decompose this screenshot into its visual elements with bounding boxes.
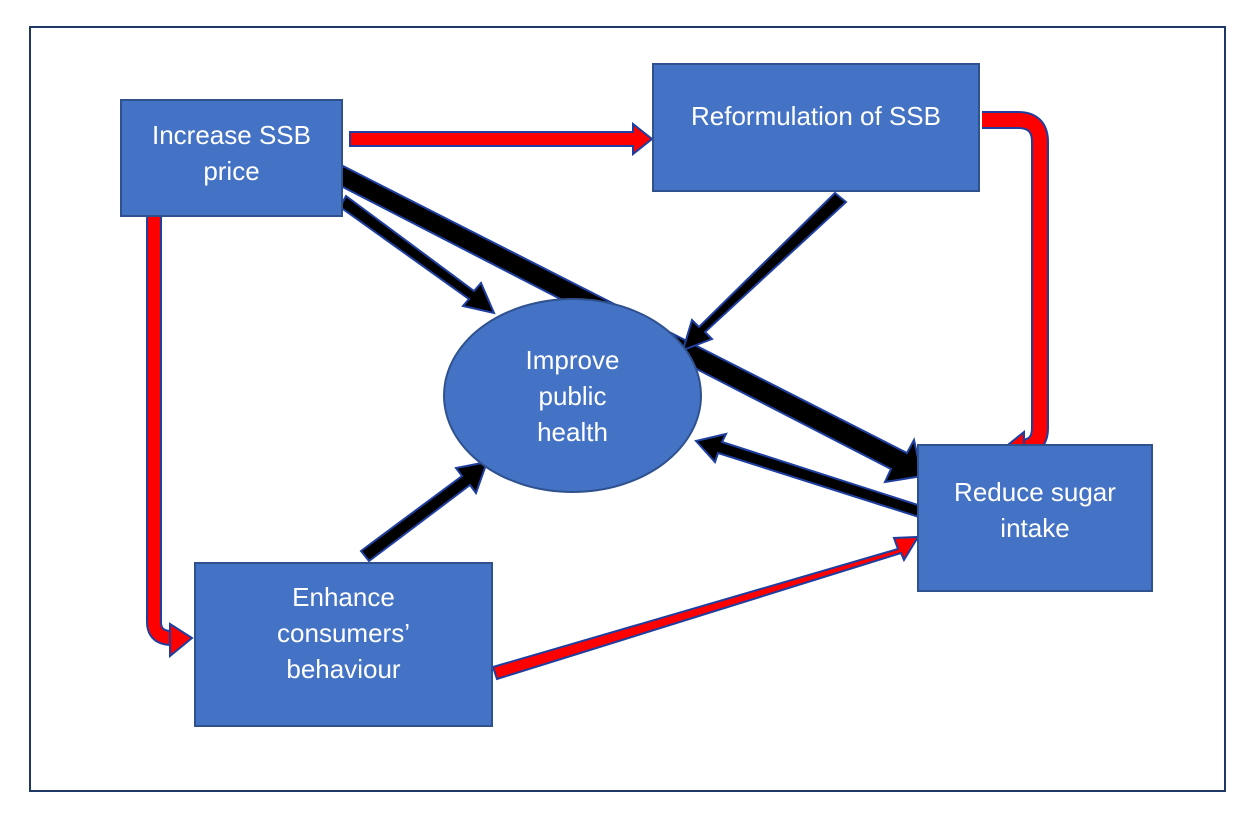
node-reduce-sugar-intake-label: Reduce sugar intake	[954, 477, 1116, 543]
diagram-frame	[29, 26, 1226, 792]
node-enhance-consumers-behaviour: Enhance consumers’ behaviour	[194, 562, 493, 727]
node-reformulation-of-ssb-label: Reformulation of SSB	[690, 101, 941, 131]
arrow-behaviour-to-health	[359, 460, 489, 563]
arrow-price-to-reformulation	[349, 121, 654, 157]
arrow-price-to-health	[338, 194, 496, 315]
node-increase-ssb-price: Increase SSB price	[120, 99, 343, 217]
node-enhance-consumers-behaviour-label: Enhance consumers’ behaviour	[277, 582, 410, 684]
arrow-reformulation-to-health	[681, 191, 848, 352]
node-improve-public-health-label: Improve public health	[525, 344, 620, 447]
node-improve-public-health: Improve public health	[443, 298, 702, 493]
arrow-behaviour-to-sugar	[491, 535, 920, 681]
node-reformulation-of-ssb: Reformulation of SSB	[652, 63, 980, 192]
node-reduce-sugar-intake: Reduce sugar intake	[917, 444, 1153, 592]
arrow-reformulation-to-sugar	[982, 111, 1049, 464]
arrow-sugar-to-health	[694, 432, 924, 520]
node-increase-ssb-price-label: Increase SSB price	[152, 120, 311, 186]
